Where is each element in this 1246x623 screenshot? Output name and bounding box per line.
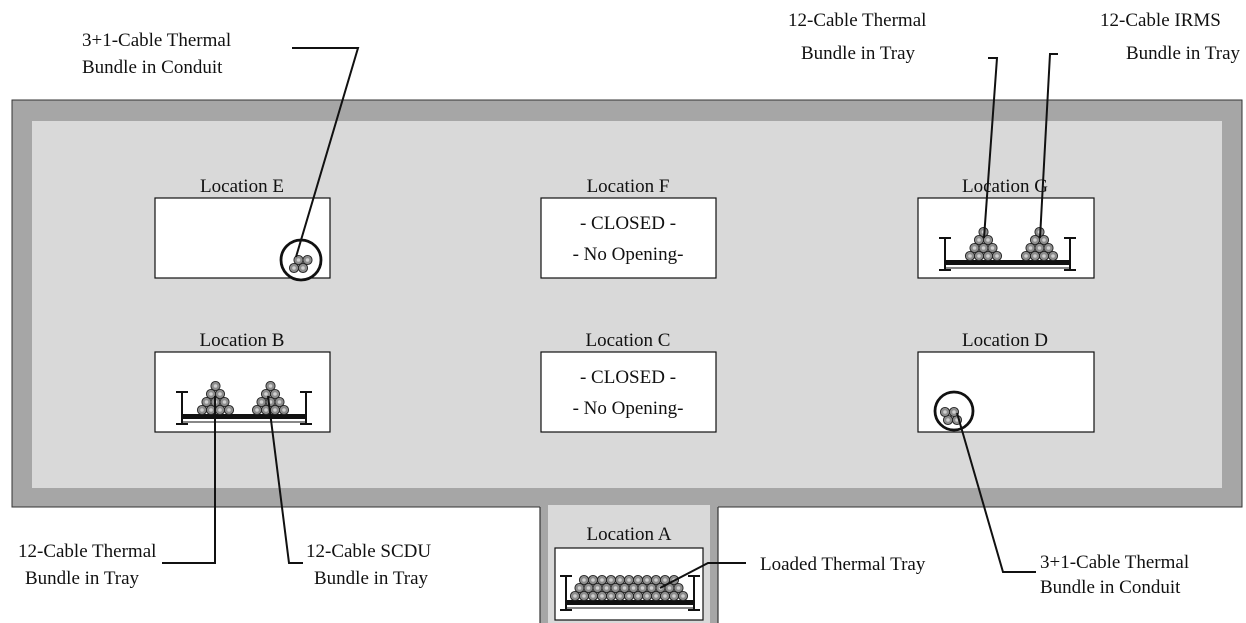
callout-b-scdu-line2: Bundle in Tray bbox=[314, 568, 429, 589]
callout-b-thermal-line2: Bundle in Tray bbox=[25, 568, 140, 589]
leader-e-conduit bbox=[292, 47, 360, 258]
callout-e-conduit-line1: 3+1-Cable Thermal bbox=[82, 30, 231, 51]
location-c-title: Location C bbox=[586, 330, 671, 351]
location-a-title: Location A bbox=[587, 524, 672, 545]
location-c-status-2: - No Opening- bbox=[573, 398, 684, 419]
leader-b-scdu bbox=[267, 395, 303, 564]
location-f-box bbox=[540, 197, 717, 279]
tray-a bbox=[560, 575, 700, 611]
callout-g-irms-line2: Bundle in Tray bbox=[1126, 43, 1241, 64]
cable-bundle-a-loaded bbox=[569, 574, 689, 602]
tray-g bbox=[939, 237, 1076, 271]
callout-b-scdu-line1: 12-Cable SCDU bbox=[306, 541, 431, 562]
callout-e-conduit-line2: Bundle in Conduit bbox=[82, 57, 223, 78]
leader-d-conduit bbox=[956, 412, 1036, 573]
location-d-title: Location D bbox=[962, 330, 1048, 351]
location-c-status-1: - CLOSED - bbox=[580, 367, 676, 388]
leader-b-thermal bbox=[162, 396, 216, 564]
tray-b bbox=[176, 391, 312, 425]
location-g-title: Location G bbox=[962, 176, 1048, 197]
leader-lines bbox=[162, 47, 1058, 589]
leader-a-tray bbox=[659, 562, 746, 589]
callout-a-tray-line1: Loaded Thermal Tray bbox=[760, 554, 926, 575]
location-b-title: Location B bbox=[200, 330, 285, 351]
leader-g-thermal bbox=[983, 57, 999, 239]
callout-g-thermal-line1: 12-Cable Thermal bbox=[788, 10, 926, 31]
location-c-box bbox=[540, 351, 717, 433]
callout-d-conduit-line1: 3+1-Cable Thermal bbox=[1040, 552, 1189, 573]
callout-d-conduit-line2: Bundle in Conduit bbox=[1040, 577, 1181, 598]
conduit-d bbox=[933, 390, 975, 432]
location-f-status-1: - CLOSED - bbox=[580, 213, 676, 234]
callout-g-thermal-line2: Bundle in Tray bbox=[801, 43, 916, 64]
location-f-title: Location F bbox=[587, 176, 670, 197]
callout-g-irms-line1: 12-Cable IRMS bbox=[1100, 10, 1221, 31]
conduit-e bbox=[279, 238, 323, 282]
location-f-status-2: - No Opening- bbox=[573, 244, 684, 265]
location-e-title: Location E bbox=[200, 176, 284, 197]
callout-b-thermal-line1: 12-Cable Thermal bbox=[18, 541, 156, 562]
leader-g-irms bbox=[1039, 53, 1058, 239]
